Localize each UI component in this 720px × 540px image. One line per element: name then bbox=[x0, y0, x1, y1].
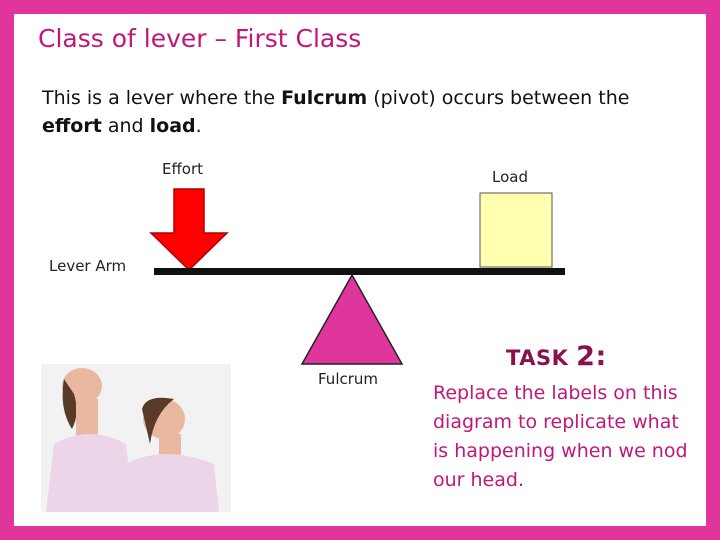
lever-arm-label: Lever Arm bbox=[49, 257, 127, 275]
fulcrum-triangle bbox=[300, 273, 404, 365]
load-term: load bbox=[149, 115, 196, 137]
slide-title: Class of lever – First Class bbox=[38, 24, 362, 53]
fulcrum-term: Fulcrum bbox=[281, 87, 368, 109]
effort-term: effort bbox=[42, 115, 102, 137]
effort-label: Effort bbox=[162, 160, 204, 178]
load-box bbox=[479, 192, 553, 268]
load-label: Load bbox=[492, 168, 528, 186]
intro-text: This is a lever where the Fulcrum (pivot… bbox=[42, 87, 630, 137]
fulcrum-label: Fulcrum bbox=[318, 370, 379, 388]
task-heading: TASK 2: bbox=[506, 341, 607, 372]
lever-arm bbox=[154, 268, 565, 275]
slide: Class of lever – First Class This is a l… bbox=[14, 14, 706, 526]
task-text: Replace the labels on this diagram to re… bbox=[433, 382, 688, 491]
effort-arrow bbox=[149, 188, 229, 272]
lever-diagram bbox=[41, 188, 565, 512]
nodding-head-photo bbox=[41, 364, 231, 512]
